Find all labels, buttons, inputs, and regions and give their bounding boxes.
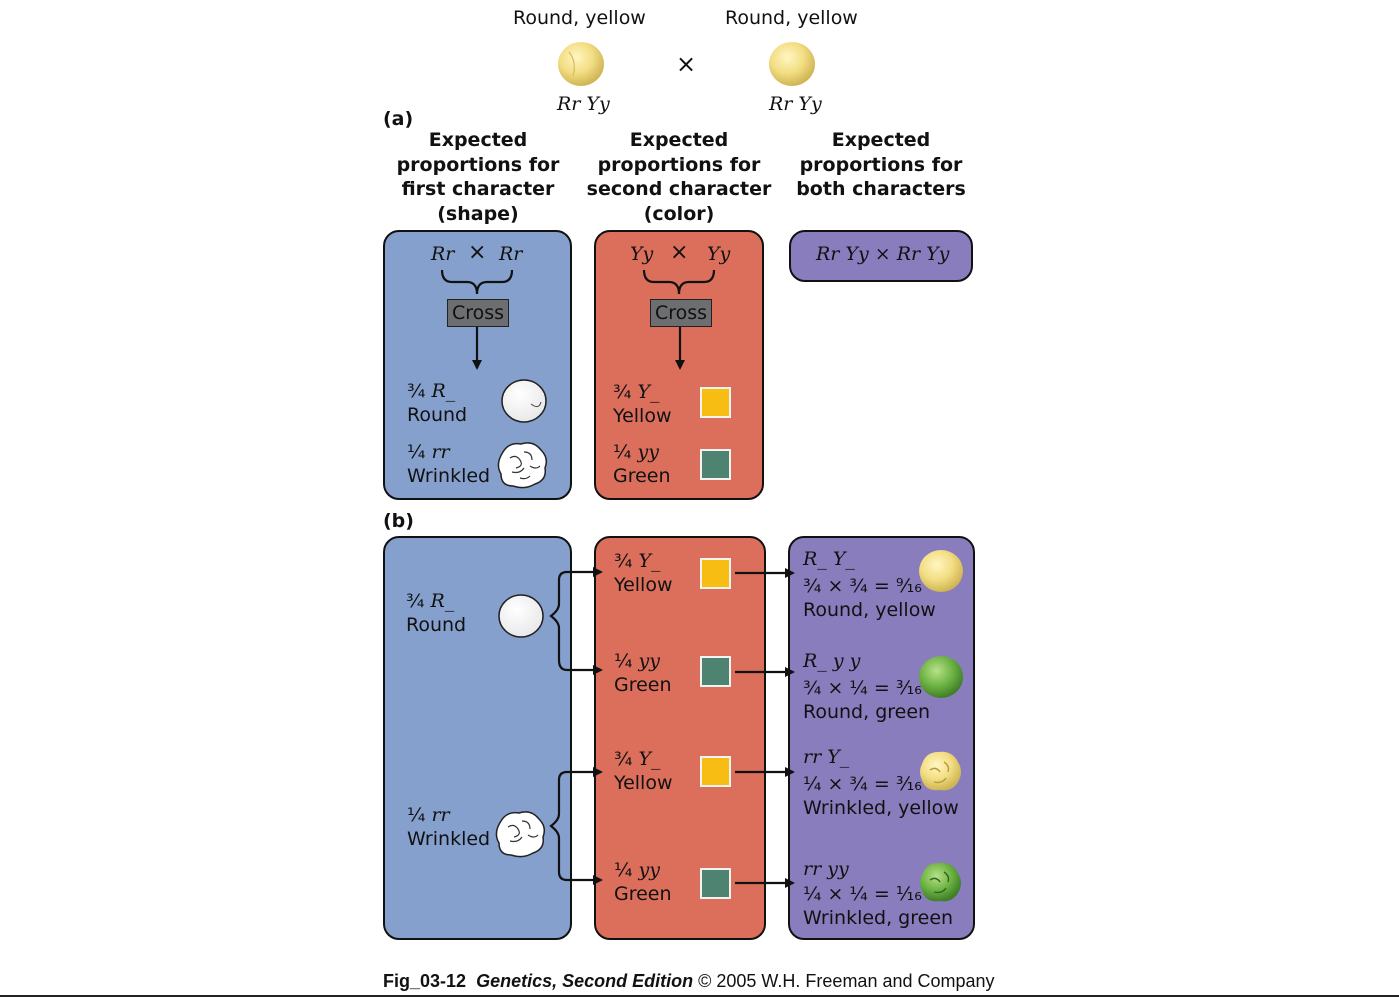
result-4-genotype: rr yy bbox=[803, 858, 849, 880]
result-2-genotype: R_ y y bbox=[803, 650, 861, 672]
book-title: Genetics, Second Edition bbox=[476, 971, 694, 991]
parents-cross-symbol: × bbox=[676, 50, 697, 78]
result-2-calc: ¾ × ¼ = ³⁄₁₆ bbox=[803, 677, 922, 699]
color-parent-1: Yy bbox=[630, 243, 654, 265]
pea-wrinkled-icon bbox=[495, 811, 546, 858]
color-outcome-2-phenotype: Green bbox=[613, 465, 671, 487]
shape-outcome-2-phenotype: Wrinkled bbox=[407, 465, 491, 487]
bottom-border bbox=[0, 995, 1399, 997]
shape-bracket bbox=[440, 269, 514, 370]
shape-branch-panel bbox=[383, 536, 572, 940]
parent-left-phenotype: Round, yellow bbox=[513, 7, 646, 29]
figure-id: Fig_03-12 bbox=[383, 971, 467, 991]
copyright-text: © 2005 W.H. Freeman and Company bbox=[698, 971, 995, 991]
result-3-genotype: rr Y_ bbox=[803, 746, 850, 768]
shape-outcome-1-genotype: ¾ R_ bbox=[407, 380, 456, 402]
parent-right-genotype: Rr Yy bbox=[769, 93, 822, 115]
result-1-genotype: R_ Y_ bbox=[803, 548, 855, 570]
color-cross-box: Cross bbox=[650, 299, 712, 327]
header-first-character: Expected proportions for first character… bbox=[396, 129, 560, 225]
green-swatch bbox=[700, 449, 731, 480]
result-4-calc: ¼ × ¼ = ¹⁄₁₆ bbox=[803, 883, 922, 905]
shape-cross-symbol: × bbox=[468, 240, 487, 265]
parent-left-genotype: Rr Yy bbox=[557, 93, 610, 115]
yellow-swatch bbox=[700, 756, 731, 787]
branch-color-2-genotype: ¼ yy bbox=[614, 650, 660, 672]
pea-wrinkled-green-icon bbox=[920, 862, 961, 902]
header-both-characters: Expected proportions for both characters bbox=[796, 129, 966, 200]
pea-round-yellow-icon bbox=[769, 42, 815, 86]
shape-outcome-1-phenotype: Round bbox=[407, 404, 468, 426]
shape-cross-box: Cross bbox=[447, 299, 509, 327]
yellow-swatch bbox=[700, 387, 731, 418]
result-1-phenotype: Round, yellow bbox=[803, 599, 936, 621]
part-a-label: (a) bbox=[383, 108, 414, 130]
result-3-calc: ¼ × ¾ = ³⁄₁₆ bbox=[803, 773, 922, 795]
branch-color-2-phenotype: Green bbox=[614, 674, 672, 696]
shape-outcome-2-genotype: ¼ rr bbox=[407, 441, 450, 463]
color-bracket bbox=[642, 269, 716, 370]
branch-color-4-phenotype: Green bbox=[614, 883, 672, 905]
branch-color-3-genotype: ¾ Y_ bbox=[614, 748, 661, 770]
pea-round-green-icon bbox=[919, 656, 963, 698]
branch-shape-1-genotype: ¾ R_ bbox=[406, 590, 455, 612]
branch-bracket-round bbox=[549, 567, 603, 675]
both-cross-panel bbox=[789, 230, 973, 282]
color-parent-2: Yy bbox=[707, 243, 731, 265]
branch-color-4-genotype: ¼ yy bbox=[614, 859, 660, 881]
green-swatch bbox=[700, 868, 731, 899]
pea-round-yellow-icon bbox=[558, 42, 604, 86]
parent-right-phenotype: Round, yellow bbox=[725, 7, 858, 29]
color-outcome-1-phenotype: Yellow bbox=[613, 405, 672, 427]
both-cross-genotypes: Rr Yy × Rr Yy bbox=[816, 243, 950, 265]
branch-color-3-phenotype: Yellow bbox=[614, 772, 673, 794]
pea-wrinkled-icon bbox=[497, 442, 548, 489]
pea-wrinkled-yellow-icon bbox=[920, 751, 961, 791]
branch-shape-1-phenotype: Round bbox=[406, 614, 467, 636]
shape-parent-2: Rr bbox=[499, 243, 523, 265]
pea-round-icon bbox=[498, 594, 544, 638]
result-2-phenotype: Round, green bbox=[803, 701, 931, 723]
branch-shape-2-genotype: ¼ rr bbox=[407, 804, 450, 826]
pea-round-yellow-icon bbox=[919, 550, 963, 592]
green-swatch bbox=[700, 656, 731, 687]
color-outcome-1-genotype: ¾ Y_ bbox=[613, 381, 660, 403]
result-4-phenotype: Wrinkled, green bbox=[803, 907, 954, 929]
header-second-character: Expected proportions for second characte… bbox=[586, 129, 772, 225]
color-outcome-2-genotype: ¼ yy bbox=[613, 441, 659, 463]
color-branch-panel bbox=[594, 536, 766, 940]
branch-color-1-phenotype: Yellow bbox=[614, 574, 673, 596]
color-cross-symbol: × bbox=[670, 240, 689, 265]
branch-shape-2-phenotype: Wrinkled bbox=[407, 828, 491, 850]
shape-parent-1: Rr bbox=[431, 243, 455, 265]
branch-bracket-wrinkled bbox=[549, 767, 603, 885]
part-b-label: (b) bbox=[383, 510, 414, 532]
yellow-swatch bbox=[700, 558, 731, 589]
result-arrows bbox=[735, 568, 795, 888]
figure-caption: Fig_03-12 Genetics, Second Edition © 200… bbox=[383, 971, 995, 992]
pea-round-icon bbox=[501, 379, 547, 423]
result-1-calc: ¾ × ¾ = ⁹⁄₁₆ bbox=[803, 575, 922, 597]
branch-color-1-genotype: ¾ Y_ bbox=[614, 550, 661, 572]
result-3-phenotype: Wrinkled, yellow bbox=[803, 797, 959, 819]
